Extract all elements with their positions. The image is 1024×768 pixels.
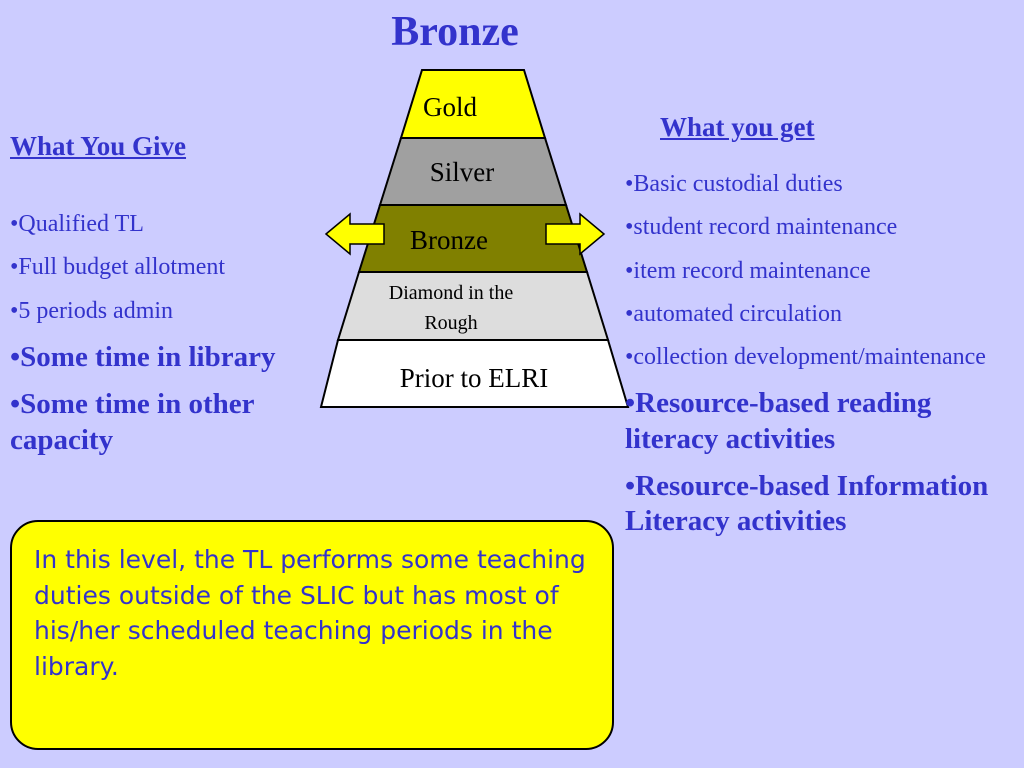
pyramid-level-prior	[319, 339, 630, 408]
pyramid-label-gold: Gold	[423, 92, 478, 122]
list-item: •Resource-based Information Literacy act…	[625, 470, 989, 538]
list-item: •collection development/maintenance	[625, 344, 986, 371]
pyramid-label-diamond-line2: Rough	[424, 312, 477, 334]
list-item: •automated circulation	[625, 300, 842, 327]
list-item: •Some time in library	[10, 340, 276, 373]
list-item: •5 periods admin	[10, 297, 174, 324]
list-item: •student record maintenance	[625, 214, 898, 241]
list-item: •Some time in other capacity	[10, 388, 254, 456]
pyramid-label-silver: Silver	[430, 157, 495, 187]
list-item: •Resource-based reading literacy activit…	[625, 387, 932, 455]
pyramid-label-bronze: Bronze	[410, 225, 488, 255]
right-arrow-icon	[545, 212, 606, 256]
list-item: •Qualified TL	[10, 211, 144, 237]
pyramid-label-prior: Prior to ELRI	[400, 363, 549, 393]
description-callout: In this level, the TL performs some teac…	[10, 520, 614, 750]
list-item: •Full budget allotment	[10, 254, 226, 281]
list-item: •Basic custodial duties	[625, 171, 843, 197]
what-you-get-list: •Basic custodial duties •student record …	[625, 170, 1015, 552]
callout-text: In this level, the TL performs some teac…	[34, 545, 586, 681]
what-you-give-heading: What You Give	[10, 131, 187, 161]
list-item: •item record maintenance	[625, 257, 871, 284]
pyramid-label-diamond-line1: Diamond in the	[389, 282, 514, 304]
what-you-get-heading: What you get	[660, 112, 815, 142]
left-arrow-icon	[324, 212, 385, 256]
what-you-give-list: •Qualified TL •Full budget allotment •5 …	[10, 210, 330, 470]
slide-title: Bronze	[391, 9, 519, 55]
